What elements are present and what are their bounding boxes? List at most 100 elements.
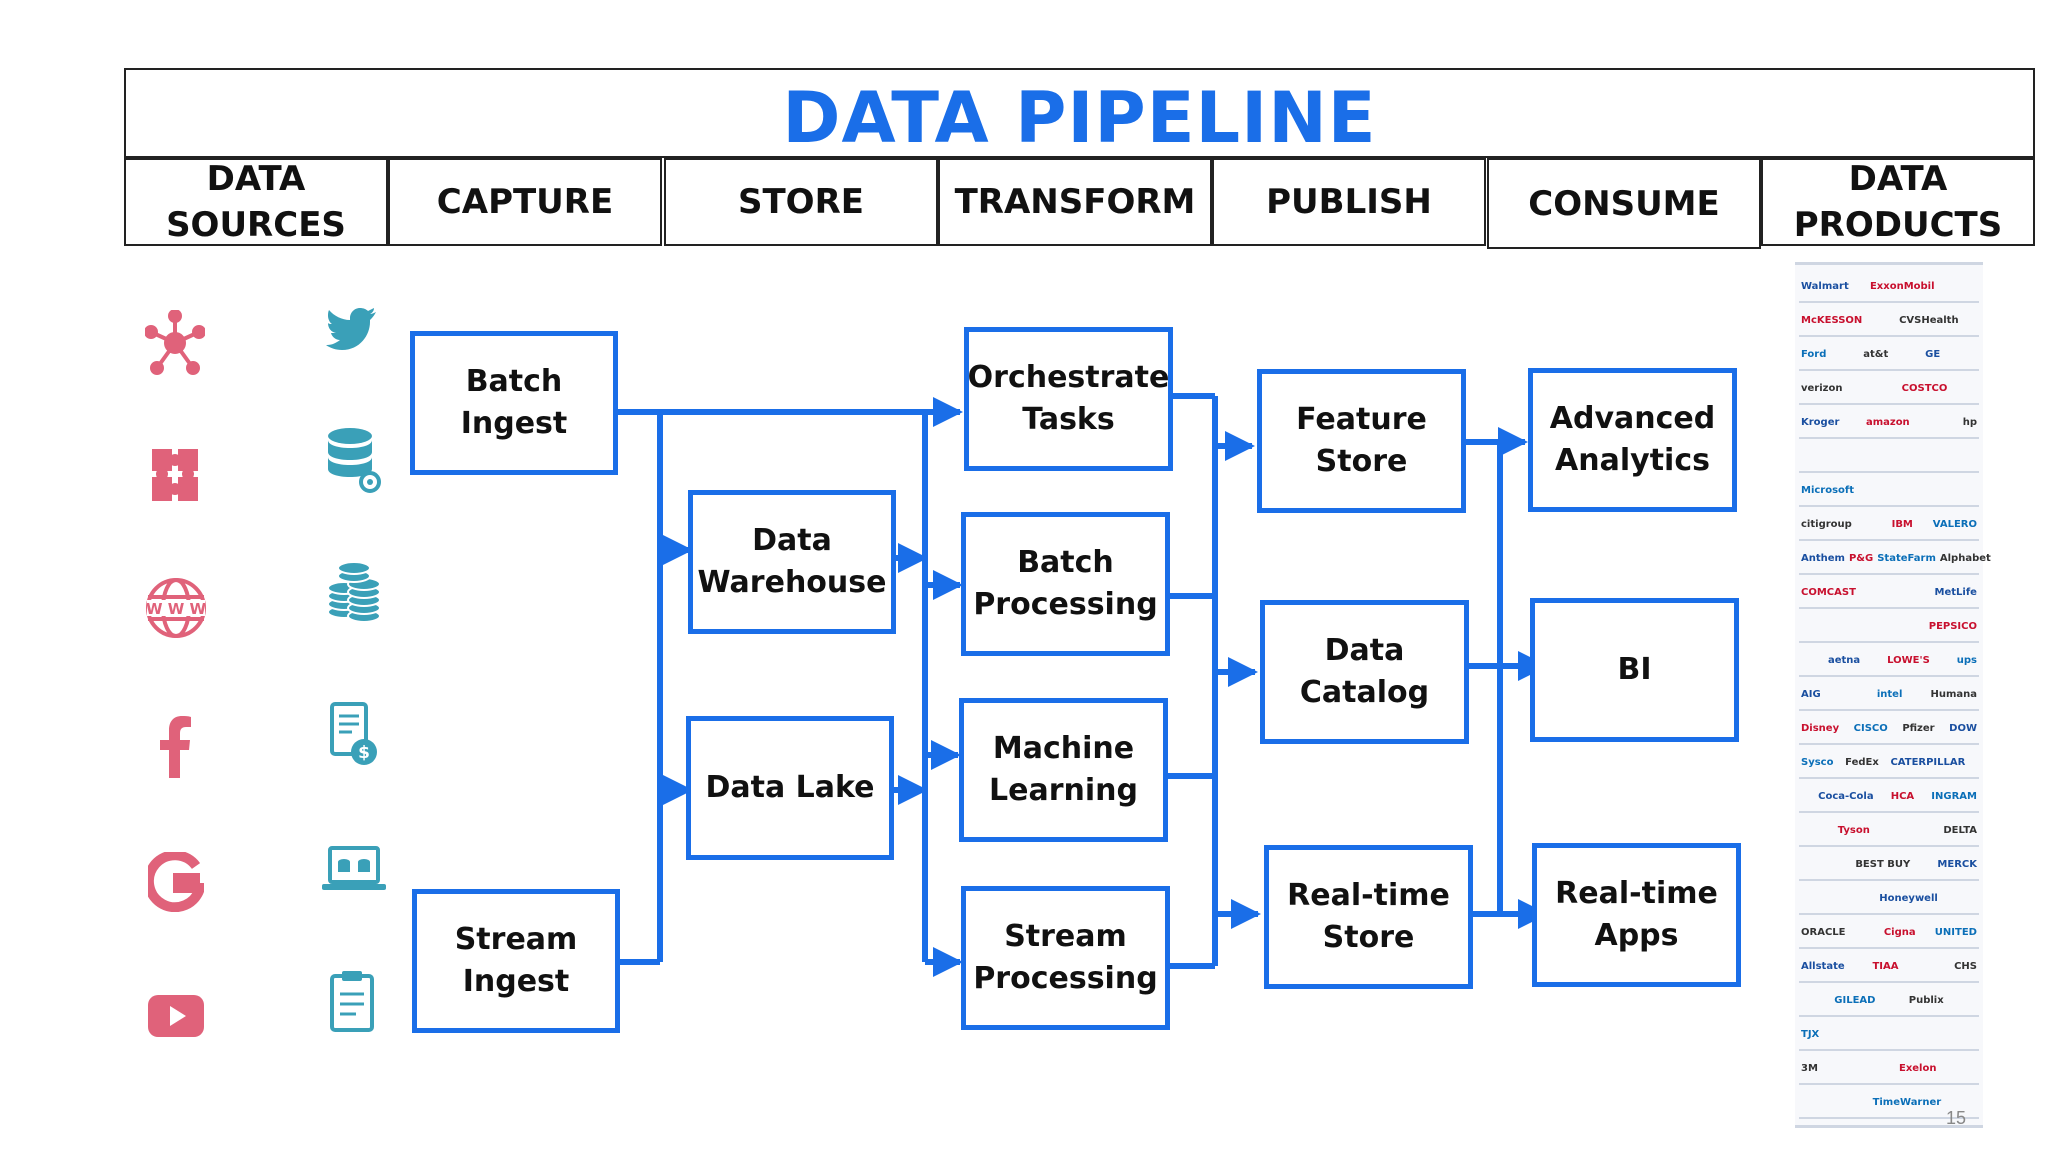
node-orchestrate-tasks: Orchestrate Tasks xyxy=(964,327,1173,471)
company-logo: CISCO xyxy=(1853,722,1888,734)
company-logo: amazon xyxy=(1865,416,1910,428)
logo-row: COMCAST MetLife xyxy=(1799,577,1979,609)
company-logo: UNITED xyxy=(1934,926,1977,938)
logo-row: ORACLE Cigna UNITED xyxy=(1799,917,1979,949)
company-logo: BEST BUY xyxy=(1855,858,1911,870)
company-logo: VALERO xyxy=(1932,518,1977,530)
company-logo: FedEx xyxy=(1845,756,1879,768)
company-logo: INGRAM xyxy=(1931,790,1977,802)
company-logo: CHS xyxy=(1954,960,1977,972)
company-logo: LOWE'S xyxy=(1887,654,1930,666)
company-logo: Tyson xyxy=(1837,824,1870,836)
header-data-sources: DATA SOURCES xyxy=(124,158,388,246)
svg-text:W W W: W W W xyxy=(146,600,207,618)
header-transform: TRANSFORM xyxy=(938,158,1212,246)
company-logo: Exelon xyxy=(1898,1062,1937,1074)
company-logo: MetLife xyxy=(1934,586,1977,598)
puzzle-icon xyxy=(152,449,198,501)
company-logo: ups xyxy=(1956,654,1977,666)
page-title: DATA PIPELINE xyxy=(782,77,1377,159)
company-logo: P&G xyxy=(1848,552,1874,564)
company-logo: hp xyxy=(1962,416,1977,428)
company-logo: StateFarm xyxy=(1877,552,1936,564)
logo-row: TimeWarner xyxy=(1799,1087,1979,1119)
company-logo: Disney xyxy=(1801,722,1840,734)
node-stream-ingest: Stream Ingest xyxy=(412,889,620,1033)
company-logo: Honeywell xyxy=(1879,892,1938,904)
company-logo: DOW xyxy=(1949,722,1977,734)
logo-row: Allstate TIAA CHS xyxy=(1799,951,1979,983)
company-logo: citigroup xyxy=(1801,518,1852,530)
database-gear-icon xyxy=(328,428,381,493)
company-logo: IBM xyxy=(1891,518,1913,530)
company-logo: ExxonMobil xyxy=(1869,280,1935,292)
logo-row: Tyson DELTA xyxy=(1799,815,1979,847)
svg-text:$: $ xyxy=(358,743,370,763)
laptop-database-icon xyxy=(322,846,386,890)
header-publish: PUBLISH xyxy=(1212,158,1486,246)
logo-row: Honeywell xyxy=(1799,883,1979,915)
company-logo: Coca-Cola xyxy=(1818,790,1874,802)
company-logo: Pfizer xyxy=(1902,722,1935,734)
header-store: STORE xyxy=(664,158,938,246)
company-logo: CVSHealth xyxy=(1899,314,1959,326)
company-logo: Ford xyxy=(1801,348,1827,360)
header-data-products: DATA PRODUCTS xyxy=(1761,158,2035,246)
logo-row xyxy=(1799,441,1979,473)
logo-row: GILEAD Publix xyxy=(1799,985,1979,1017)
company-logo: MERCK xyxy=(1937,858,1977,870)
node-realtime-store: Real-time Store xyxy=(1264,845,1473,989)
company-logo: DELTA xyxy=(1943,824,1977,836)
company-logo: Publix xyxy=(1908,994,1944,1006)
logo-row: McKESSON CVSHealth xyxy=(1799,305,1979,337)
node-machine-learning: Machine Learning xyxy=(959,698,1168,842)
company-logo: TIAA xyxy=(1872,960,1899,972)
company-logo: GILEAD xyxy=(1834,994,1876,1006)
logo-row: Microsoft xyxy=(1799,475,1979,507)
globe-www-icon: W W W xyxy=(146,578,207,638)
node-bi: BI xyxy=(1530,598,1739,742)
company-logo: GE xyxy=(1925,348,1941,360)
company-logo: Cigna xyxy=(1883,926,1916,938)
logo-row: Disney CISCO Pfizer DOW xyxy=(1799,713,1979,745)
node-stream-processing: Stream Processing xyxy=(961,886,1170,1030)
google-icon xyxy=(148,852,204,912)
company-logo: Microsoft xyxy=(1801,484,1855,496)
logo-row: BEST BUY MERCK xyxy=(1799,849,1979,881)
node-feature-store: Feature Store xyxy=(1257,369,1466,513)
company-logo: TimeWarner xyxy=(1872,1096,1942,1108)
company-logo: intel xyxy=(1876,688,1903,700)
logo-row: PEPSICO xyxy=(1799,611,1979,643)
node-data-warehouse: Data Warehouse xyxy=(688,490,896,634)
company-logo: Humana xyxy=(1930,688,1977,700)
node-data-catalog: Data Catalog xyxy=(1260,600,1469,744)
company-logo: ORACLE xyxy=(1801,926,1846,938)
node-data-lake: Data Lake xyxy=(686,716,894,860)
company-logo: McKESSON xyxy=(1801,314,1863,326)
company-logo: COMCAST xyxy=(1801,586,1856,598)
logo-row: citigroup IBM VALERO xyxy=(1799,509,1979,541)
youtube-icon xyxy=(148,995,204,1037)
facebook-icon xyxy=(160,716,191,778)
company-logo: Allstate xyxy=(1801,960,1845,972)
logo-row: Walmart ExxonMobil xyxy=(1799,271,1979,303)
header-consume: CONSUME xyxy=(1487,158,1761,249)
header-capture: CAPTURE xyxy=(388,158,662,246)
title-box: DATA PIPELINE xyxy=(124,68,2035,158)
node-batch-ingest: Batch Ingest xyxy=(410,331,618,475)
coin-stack-icon xyxy=(327,561,381,623)
company-logo: at&t xyxy=(1863,348,1889,360)
company-logo: Walmart xyxy=(1801,280,1849,292)
clipboard-icon xyxy=(330,971,374,1032)
